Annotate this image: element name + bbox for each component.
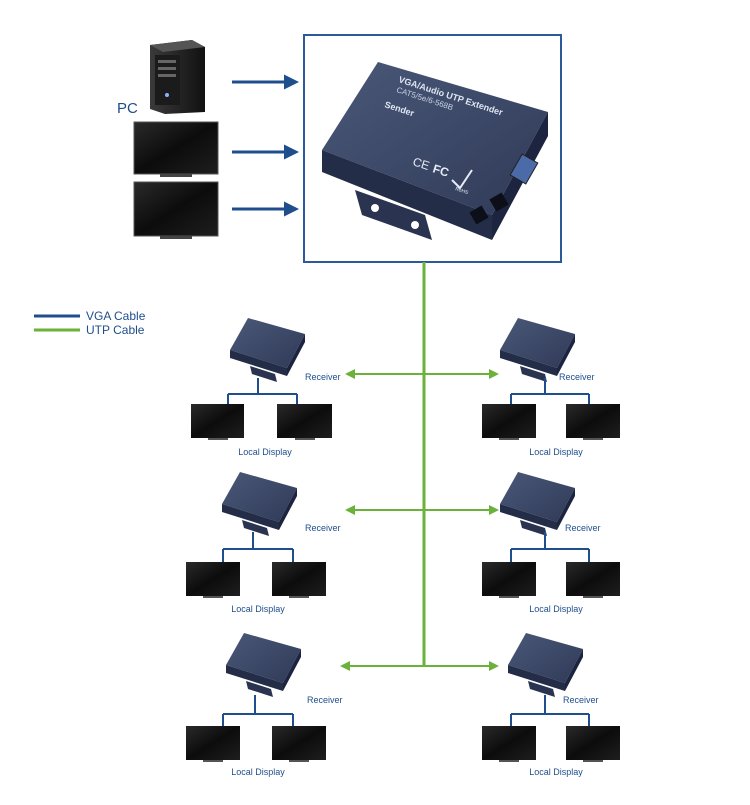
legend: VGA Cable UTP Cable xyxy=(34,309,146,337)
legend-utp-label: UTP Cable xyxy=(86,323,145,337)
pc-tower-icon xyxy=(150,40,205,114)
receiver-unit xyxy=(500,318,575,382)
local-display-label: Local Display xyxy=(238,447,292,457)
local-monitor-icon xyxy=(482,726,536,760)
receiver-device-icon xyxy=(222,472,297,522)
receiver-unit xyxy=(222,472,297,536)
fc-mark: FC xyxy=(431,162,451,180)
local-display-label: Local Display xyxy=(231,604,285,614)
receiver-label: Receiver xyxy=(563,695,599,705)
local-monitor-icon xyxy=(566,726,620,760)
pc-label: PC xyxy=(117,100,138,117)
legend-vga-label: VGA Cable xyxy=(86,309,146,323)
receiver-unit xyxy=(500,472,575,536)
source-monitor-icon xyxy=(133,181,219,239)
local-monitor-icon xyxy=(186,562,240,596)
receiver-label: Receiver xyxy=(565,523,601,533)
local-monitor-icon xyxy=(566,562,620,596)
receiver-label: Receiver xyxy=(307,695,343,705)
local-display-label: Local Display xyxy=(529,767,583,777)
receiver-device-icon xyxy=(500,472,575,522)
sender-device xyxy=(322,62,548,240)
local-display-label: Local Display xyxy=(529,604,583,614)
receiver-device-icon xyxy=(226,633,301,683)
rohs-mark: RoHS xyxy=(454,186,469,196)
source-monitor-icon xyxy=(133,121,219,177)
local-display-label: Local Display xyxy=(529,447,583,457)
receiver-device-icon xyxy=(508,633,583,683)
receiver-label: Receiver xyxy=(305,372,341,382)
local-monitor-icon xyxy=(186,726,240,760)
receiver-device-icon xyxy=(230,318,305,368)
display-pair xyxy=(186,695,326,762)
local-monitor-icon xyxy=(191,404,244,438)
local-monitor-icon xyxy=(272,562,326,596)
receiver-label: Receiver xyxy=(305,523,341,533)
local-monitor-icon xyxy=(272,726,326,760)
display-pair xyxy=(482,532,620,598)
local-monitor-icon xyxy=(566,404,620,438)
ce-mark: CE xyxy=(411,155,431,173)
local-monitor-icon xyxy=(482,404,536,438)
local-monitor-icon xyxy=(482,562,536,596)
receiver-label: Receiver xyxy=(559,372,595,382)
receiver-unit xyxy=(508,633,583,697)
receiver-unit xyxy=(230,318,305,382)
local-monitor-icon xyxy=(277,404,332,438)
rohs-check-icon xyxy=(451,169,473,190)
display-pair xyxy=(191,378,332,440)
local-display-label: Local Display xyxy=(231,767,285,777)
display-pair xyxy=(186,532,326,598)
receiver-unit xyxy=(226,633,301,697)
display-pair xyxy=(482,695,620,762)
display-pair xyxy=(482,378,620,440)
receiver-device-icon xyxy=(500,318,575,368)
